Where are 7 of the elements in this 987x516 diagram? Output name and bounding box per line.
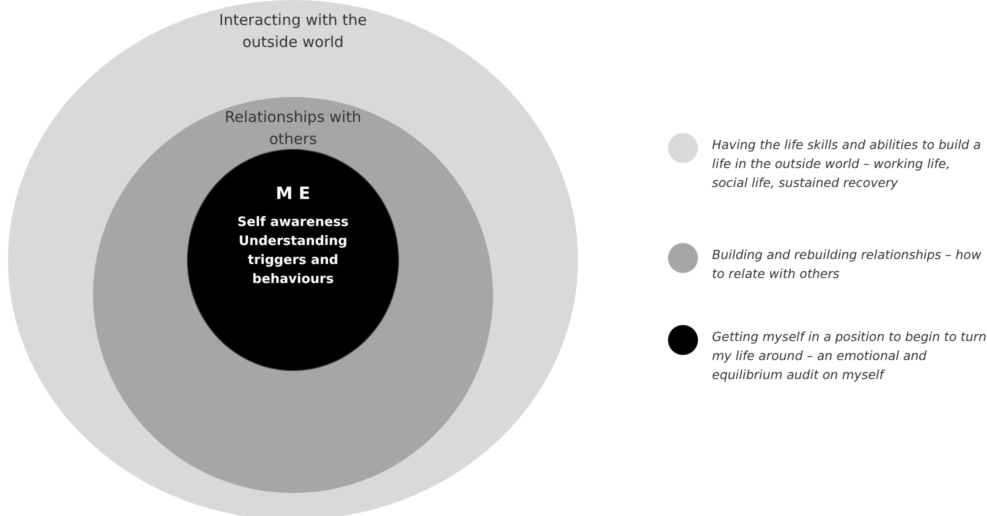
- legend-text: Getting myself in a position to begin to turn my life around – an emotional and equilibrium audit on myself: [712, 328, 987, 384]
- circle-label: Interacting with the outside world: [218, 10, 368, 53]
- circle-label: Self awareness Understanding triggers and behaviours: [236, 214, 350, 289]
- legend-text: Having the life skills and abilities to build a life in the outside world – working life, social life, sustained recovery: [712, 136, 982, 192]
- circle-label: Relationships with others: [224, 107, 362, 150]
- circle-title: M E: [274, 183, 312, 206]
- legend-text: Building and rebuilding relationships – how to relate with others: [712, 246, 982, 283]
